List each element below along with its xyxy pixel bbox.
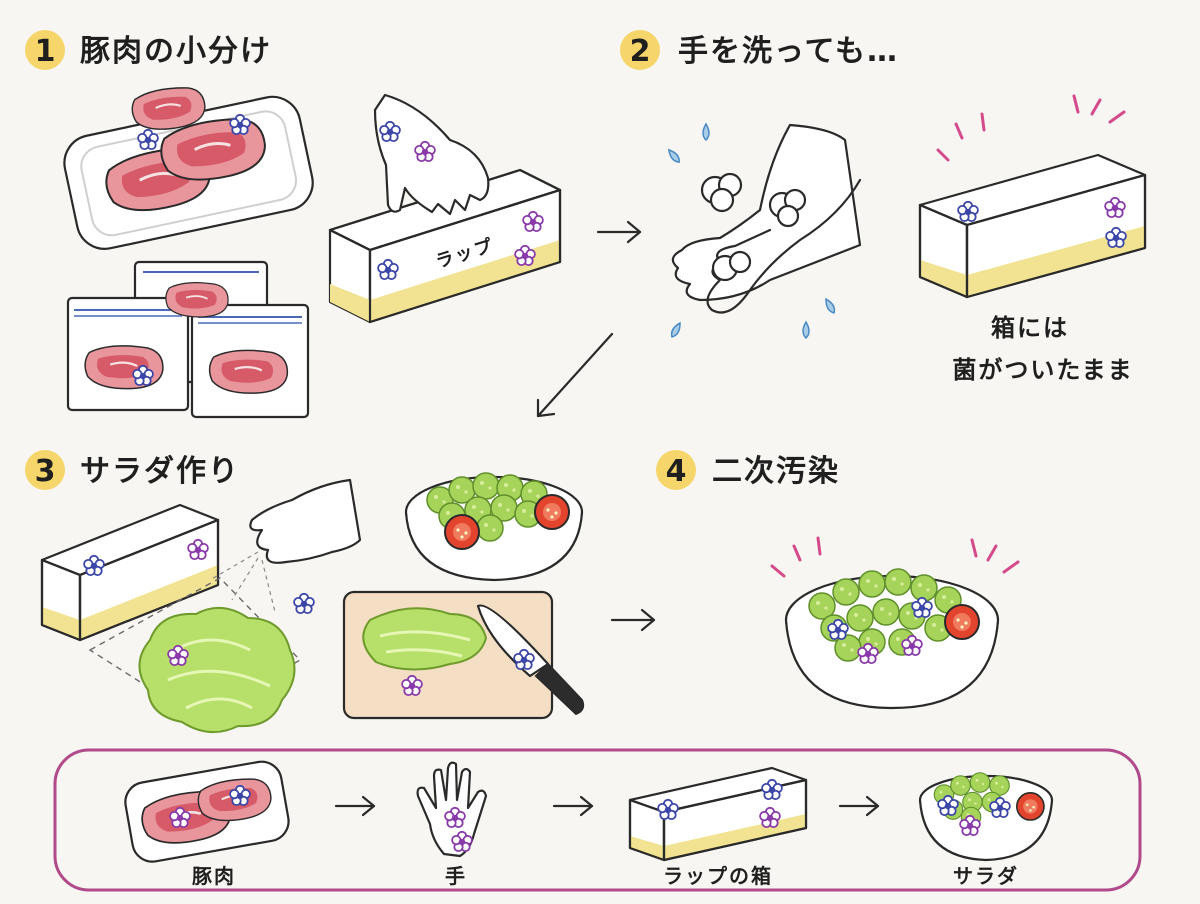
chain-label: 豚肉 [192,864,236,888]
chain-item-meat: 豚肉 [124,760,290,888]
arrow-right [610,608,656,632]
note-line-1: 箱には [991,314,1069,342]
meat-tray-illustration [63,82,314,250]
contaminated-wrap-box-illustration [918,94,1147,299]
contamination-chain-summary: 豚肉 手 ラップの箱 [53,748,1142,892]
step-number: 1 [35,34,56,69]
tomato-icon [534,494,570,530]
salad-bowl-illustration [404,472,584,582]
contaminated-salad-illustration [770,536,1020,710]
tomato-icon [444,514,480,550]
step-1-header: 1 豚肉の小分け [25,30,272,70]
step-3-header: 3 サラダ作り [25,450,240,490]
step-number: 2 [630,34,651,69]
step-title: 手を洗っても… [678,34,899,69]
wrap-box-with-hand-illustration: ラップ [328,93,562,324]
chain-label: サラダ [953,864,1019,888]
chain-item-hand: 手 [416,761,488,888]
step-badge [25,30,65,70]
note-line-2: 菌がついたまま [952,356,1133,384]
chain-arrow [838,795,880,817]
tomato-icon [944,604,980,640]
chain-label: 手 [445,864,467,888]
arrow-right [596,220,642,244]
wrap-and-lettuce-illustration [40,478,362,733]
step-badge [25,450,65,490]
chain-item-salad: サラダ [918,772,1054,888]
step-title: 二次汚染 [712,454,840,489]
step-4-header: 4 二次汚染 [656,450,840,490]
chain-arrow [334,795,376,817]
warning-note: 箱には 菌がついたまま [952,314,1133,384]
germ-icon [293,592,315,614]
step-title: 豚肉の小分け [80,34,272,69]
step-badge [656,450,696,490]
step-badge [620,30,660,70]
freezer-bags-illustration [66,260,310,419]
step-title: サラダ作り [80,454,240,489]
washing-hands-illustration [667,122,862,340]
summary-frame [53,748,1142,892]
chain-label: ラップの箱 [663,864,773,888]
chain-item-wrap-box: ラップの箱 [628,766,808,888]
step-number: 4 [666,454,687,489]
cutting-board-illustration [342,590,585,720]
step-2-header: 2 手を洗っても… [620,30,899,70]
tomato-icon [1016,791,1045,821]
arrow-down-left [536,332,614,418]
step-number: 3 [35,454,56,489]
chain-arrow [552,795,594,817]
